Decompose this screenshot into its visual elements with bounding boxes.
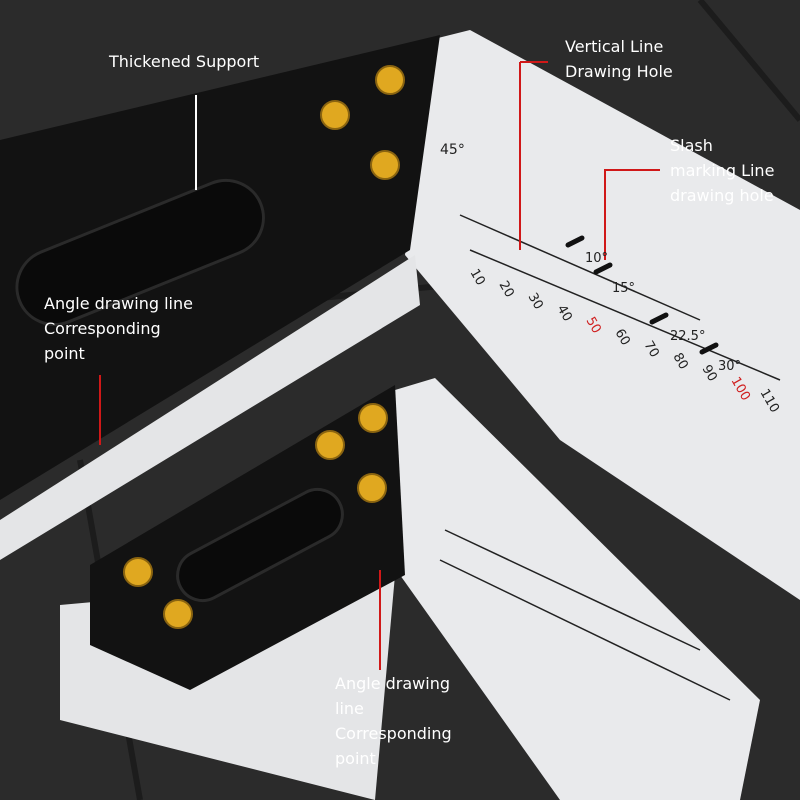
scale-number: 40 bbox=[554, 303, 575, 325]
scale-number: 90 bbox=[699, 363, 720, 385]
scale-number: 10 bbox=[467, 267, 488, 289]
big-block-screws bbox=[320, 65, 405, 180]
big-square-blade bbox=[405, 30, 800, 600]
scale-number: 50 bbox=[583, 315, 604, 337]
angle-mark-label: 30° bbox=[718, 359, 741, 374]
label-slash-marking-hole: Slash marking Line drawing hole bbox=[670, 136, 775, 205]
scale-number: 20 bbox=[496, 279, 517, 301]
big-block-slot bbox=[15, 178, 265, 326]
scale-number: 80 bbox=[670, 351, 691, 373]
scale-number: 60 bbox=[612, 327, 633, 349]
angle-marking: 45° bbox=[440, 142, 465, 158]
small-block-slot bbox=[176, 487, 344, 603]
small-block-screws bbox=[123, 403, 388, 629]
scale-ticks bbox=[439, 214, 781, 701]
small-square-blade bbox=[395, 378, 760, 800]
big-square-short-blade bbox=[0, 255, 420, 560]
label-angle-point-bottom: Angle drawing line Corresponding point bbox=[335, 674, 452, 768]
callout-lines bbox=[99, 61, 660, 670]
angle-mark-label: 10° bbox=[585, 251, 608, 266]
hole-marks bbox=[565, 235, 719, 355]
scale-number: 70 bbox=[641, 339, 662, 361]
label-thickened-support: Thickened Support bbox=[109, 52, 260, 71]
angle-mark-label: 22.5° bbox=[670, 329, 705, 344]
big-square-block bbox=[0, 35, 440, 500]
label-angle-point-top: Angle drawing line Corresponding point bbox=[44, 294, 193, 363]
angle-mark-label: 15° bbox=[612, 281, 635, 296]
scale-number: 30 bbox=[525, 291, 546, 313]
label-vertical-line-hole: Vertical Line Drawing Hole bbox=[565, 37, 673, 81]
